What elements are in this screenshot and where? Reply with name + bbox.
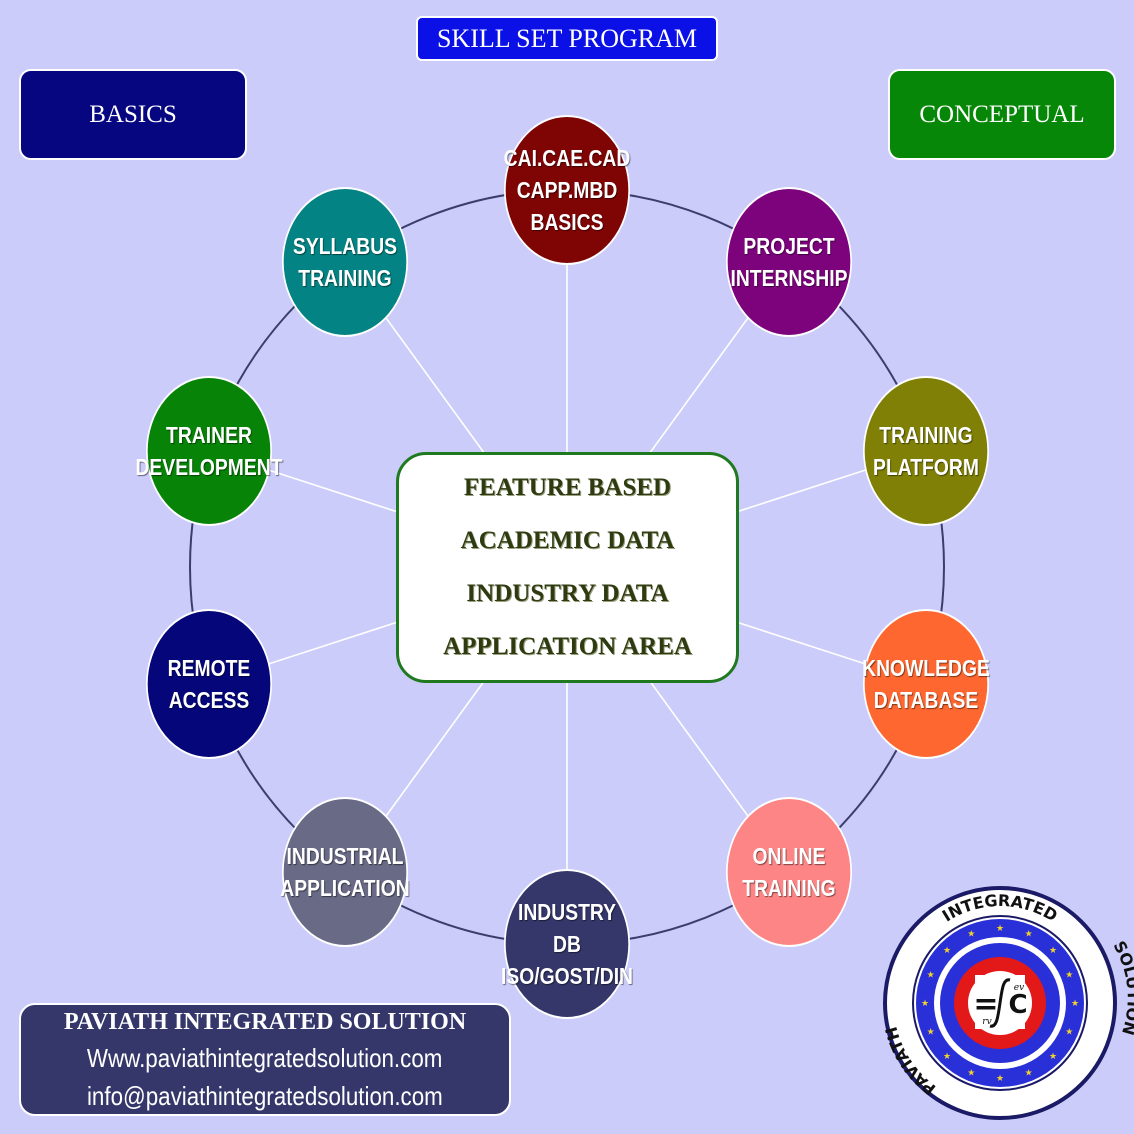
node-label-line: APPLICATION bbox=[280, 875, 411, 901]
node-label-line: INTERNSHIP bbox=[730, 265, 848, 291]
node-label-line: TRAINING bbox=[741, 875, 836, 901]
node-platform: TRAINING PLATFORM bbox=[862, 375, 989, 526]
star-icon: ★ bbox=[943, 1052, 951, 1062]
logo-mark-left: = bbox=[973, 987, 998, 1022]
center-item: ACADEMIC DATA bbox=[460, 526, 675, 554]
node-label-line: INDUSTRIAL bbox=[286, 843, 404, 869]
conceptual-label: CONCEPTUAL bbox=[919, 100, 1085, 128]
node-syllabus: SYLLABUS TRAINING bbox=[282, 187, 409, 337]
star-icon: ★ bbox=[1025, 1068, 1033, 1078]
star-icon: ★ bbox=[1025, 930, 1033, 940]
logo-mark-small-bottom: rv bbox=[982, 1017, 991, 1027]
node-label-line: PROJECT bbox=[742, 233, 835, 259]
star-icon: ★ bbox=[967, 930, 975, 940]
center-feature-box: FEATURE BASED ACADEMIC DATA INDUSTRY DAT… bbox=[396, 452, 739, 683]
title-text: SKILL SET PROGRAM bbox=[436, 23, 698, 53]
center-item: INDUSTRY DATA bbox=[466, 580, 669, 608]
node-label-line: BASICS bbox=[530, 209, 604, 235]
star-icon: ★ bbox=[996, 1074, 1004, 1084]
star-icon: ★ bbox=[1049, 1052, 1057, 1062]
node-label-line: DATABASE bbox=[873, 686, 978, 713]
company-name: PAVIATH INTEGRATED SOLUTION bbox=[63, 1008, 467, 1035]
basics-label: BASICS bbox=[89, 100, 177, 128]
node-label-line: TRAINING bbox=[298, 265, 393, 291]
star-icon: ★ bbox=[921, 999, 929, 1009]
star-icon: ★ bbox=[996, 924, 1004, 934]
center-item: APPLICATION AREA bbox=[443, 633, 692, 661]
company-email[interactable]: info@paviathintegratedsolution.com bbox=[87, 1080, 443, 1111]
star-icon: ★ bbox=[1065, 970, 1073, 980]
node-label-line: SYLLABUS bbox=[293, 233, 398, 259]
node-label-line: INDUSTRY DB bbox=[517, 899, 617, 957]
node-label-line: ACCESS bbox=[168, 686, 249, 713]
star-icon: ★ bbox=[1071, 999, 1079, 1009]
star-icon: ★ bbox=[927, 1028, 935, 1038]
logo-mark-small-top: ev bbox=[1014, 983, 1024, 993]
node-label-line: DEVELOPMENT bbox=[134, 453, 283, 480]
node-label-line: ONLINE bbox=[752, 843, 826, 869]
node-knowledge: KNOWLEDGE DATABASE bbox=[861, 608, 990, 759]
logo-mark-right: C bbox=[1008, 990, 1027, 1020]
node-label-line: ISO/GOST/DIN bbox=[500, 963, 634, 989]
company-logo: ★★★★★★★★★★★★★★★★ INTEGRATED PAVIATH SOLU… bbox=[881, 886, 1134, 1120]
node-label-line: CAPP.MBD bbox=[516, 177, 618, 203]
node-label-line: CAI.CAE.CAD bbox=[503, 145, 631, 171]
company-info-box: PAVIATH INTEGRATED SOLUTION Www.paviathi… bbox=[19, 1003, 511, 1116]
company-website[interactable]: Www.paviathintegratedsolution.com bbox=[87, 1042, 443, 1073]
node-remote: REMOTE ACCESS bbox=[145, 608, 272, 759]
logo-integral-icon bbox=[989, 978, 1011, 1028]
star-icon: ★ bbox=[967, 1068, 975, 1078]
star-icon: ★ bbox=[943, 946, 951, 956]
logo-stars: ★ ★ ★ ★ ★ ★ ★ ★ ★ ★ ★ ★ ★ ★ ★ ★ bbox=[921, 924, 1079, 1084]
node-label-line: REMOTE bbox=[167, 654, 250, 681]
basics-box: BASICS bbox=[19, 69, 247, 160]
node-label-line: KNOWLEDGE bbox=[861, 654, 990, 681]
node-cai: CAI.CAE.CAD CAPP.MBD BASICS bbox=[504, 115, 630, 265]
node-label-line: PLATFORM bbox=[872, 453, 979, 480]
title-banner: SKILL SET PROGRAM bbox=[416, 16, 718, 61]
node-label-line: TRAINER bbox=[165, 421, 252, 448]
node-project: PROJECT INTERNSHIP bbox=[725, 187, 852, 337]
node-online: ONLINE TRAINING bbox=[725, 797, 852, 947]
star-icon: ★ bbox=[1065, 1028, 1073, 1038]
center-item: FEATURE BASED bbox=[463, 473, 672, 501]
node-industry-db: INDUSTRY DB ISO/GOST/DIN bbox=[500, 869, 634, 1019]
conceptual-box: CONCEPTUAL bbox=[888, 69, 1116, 160]
node-industrial: INDUSTRIAL APPLICATION bbox=[280, 797, 411, 947]
star-icon: ★ bbox=[927, 970, 935, 980]
node-label-line: TRAINING bbox=[878, 421, 973, 448]
node-trainer: TRAINER DEVELOPMENT bbox=[135, 375, 282, 526]
star-icon: ★ bbox=[1049, 946, 1057, 956]
